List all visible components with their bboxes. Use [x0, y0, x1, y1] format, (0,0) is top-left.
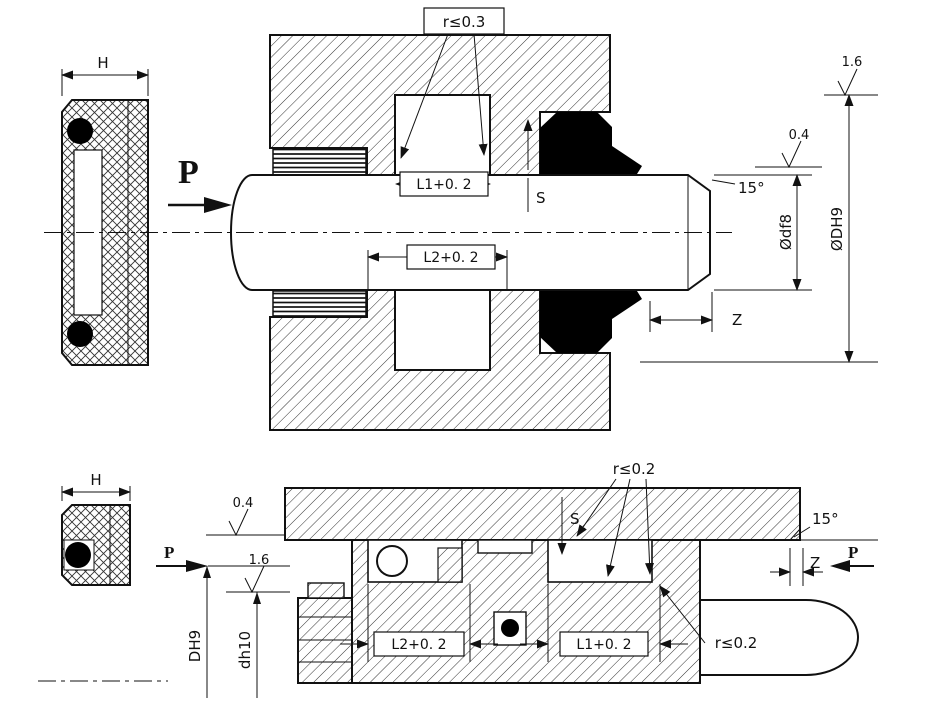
roughness-04-label: 0.4 — [233, 496, 254, 511]
s-dim-label: S — [570, 510, 580, 528]
pressure-indicator-top: P — [168, 154, 232, 213]
up-arrow-icon — [253, 592, 261, 604]
pressure-arrow-icon — [204, 197, 232, 213]
dim-l1-bottom: L1+0. 2 — [520, 584, 688, 662]
roughness-16-label: 1.6 — [249, 553, 270, 568]
radius-note-bottom: r≤0.2 — [659, 585, 758, 652]
o-ring-bottom-icon — [67, 321, 93, 347]
radius-note-top: r≤0.2 — [576, 460, 656, 577]
roughness-bore-bottom: 1.6 — [226, 553, 290, 594]
seal-groove-2 — [547, 539, 653, 583]
radius-note-label: r≤0.2 — [613, 460, 656, 478]
lower-gland-block — [269, 289, 611, 431]
pressure-arrow-icon — [830, 560, 850, 572]
o-ring-icon — [65, 542, 91, 568]
center-notch — [477, 539, 533, 554]
l2-dim-label: L2+0. 2 — [423, 250, 478, 266]
s-dim-label: S — [536, 189, 546, 207]
pressure-arrow-icon — [186, 560, 208, 572]
dim-l2-top: L2+0. 2 — [367, 244, 508, 290]
pressure-label: P — [178, 154, 199, 191]
dim-bore-diameter-bottom: DH9 — [186, 566, 211, 698]
roughness-16-label: 1.6 — [842, 55, 863, 70]
groove-backup-ring — [437, 547, 463, 583]
energizer-o-ring-icon — [376, 545, 408, 577]
bore-diameter-label: ØDH9 — [828, 207, 846, 251]
l2-dim-label: L2+0. 2 — [391, 637, 446, 653]
wiper-seal-top — [540, 112, 642, 174]
roughness-icon — [781, 140, 802, 169]
static-o-ring-slot — [493, 611, 527, 646]
dim-groove-diameter-bottom: dh10 — [236, 592, 261, 698]
l1-dim-label: L1+0. 2 — [416, 177, 471, 193]
roughness-icon — [837, 68, 858, 97]
top-view: H P r≤0.3 L1+0. 2 S — [44, 7, 878, 431]
dim-s-top: S — [523, 119, 546, 212]
dim-z-bottom: Z — [770, 548, 823, 586]
piston-rod — [699, 599, 859, 676]
radius-note-label: r≤0.3 — [443, 13, 486, 31]
pressure-right-label: P — [848, 543, 858, 562]
static-o-ring-icon — [501, 619, 519, 637]
z-dim-label: Z — [732, 311, 742, 329]
pressure-indicator-left: P — [156, 543, 290, 572]
up-arrow-icon — [203, 566, 211, 578]
h-dim-label: H — [90, 471, 101, 489]
dim-rod-diameter: Ødf8 — [714, 174, 812, 291]
roughness-bore-top: 1.6 — [824, 55, 878, 97]
z-dim-label: Z — [810, 554, 820, 572]
dim-h-bottom: H — [61, 471, 131, 501]
bottom-view: H P 0.4 1.6 DH9 — [38, 460, 878, 698]
roughness-04-label: 0.4 — [789, 128, 810, 143]
chamfer-angle-label: 15° — [738, 179, 765, 197]
dim-z-top: Z — [649, 292, 742, 332]
backup-ring-top — [272, 148, 367, 176]
dim-s-bottom: S — [557, 497, 580, 555]
chamfer-angle-top: 15° — [711, 179, 765, 197]
pressure-left-label: P — [164, 543, 174, 562]
chamfer-angle-bottom: 15° — [793, 510, 839, 538]
dim-l2-bottom: L2+0. 2 — [340, 584, 498, 662]
dim-l1-top: L1+0. 2 — [395, 171, 491, 197]
wiper-seal-bottom — [540, 291, 642, 353]
radius-note-top-view: r≤0.3 — [400, 7, 505, 159]
dh10-label: dh10 — [236, 631, 254, 669]
roughness-groove-bottom: 0.4 — [206, 496, 290, 537]
chamfer-angle-label: 15° — [812, 510, 839, 528]
backup-ring-bottom — [272, 290, 367, 318]
l1-dim-label: L1+0. 2 — [576, 637, 631, 653]
o-ring-top-icon — [67, 118, 93, 144]
bore-chamfer — [789, 528, 801, 541]
roughness-icon — [228, 508, 249, 537]
dim-h-top: H — [61, 54, 149, 96]
rod-diameter-label: Ødf8 — [777, 214, 795, 250]
h-dim-label: H — [97, 54, 108, 72]
pressure-indicator-right: P — [830, 543, 874, 572]
retainer-stack — [297, 582, 353, 684]
dh9-label: DH9 — [186, 630, 204, 662]
roughness-groove-top: 0.4 — [755, 128, 822, 169]
radius-note-label: r≤0.2 — [715, 634, 758, 652]
cylinder-block — [284, 487, 801, 541]
upper-gland-block — [269, 34, 611, 176]
roughness-icon — [244, 565, 265, 594]
dim-bore-diameter: ØDH9 — [640, 94, 878, 363]
